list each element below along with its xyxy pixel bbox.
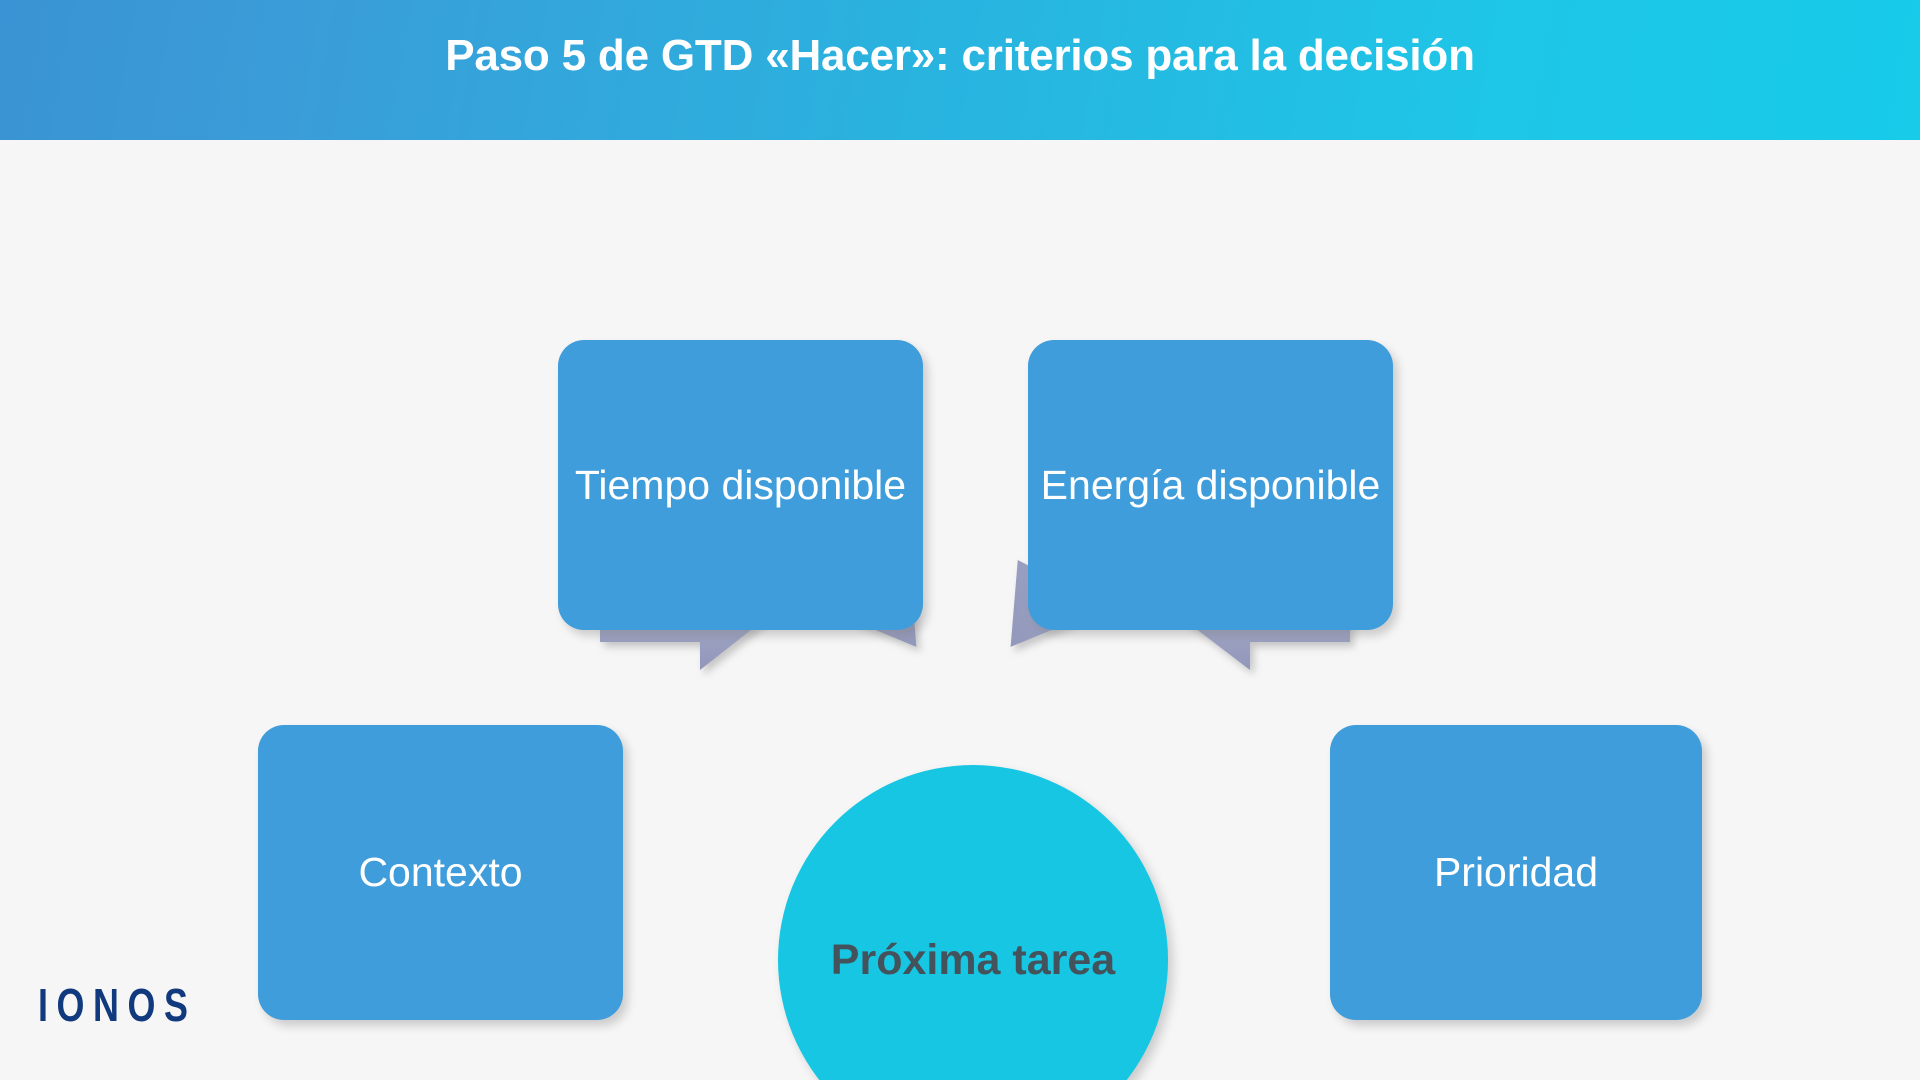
ionos-logo: IONOS (38, 979, 197, 1031)
page-title: Paso 5 de GTD «Hacer»: criterios para la… (445, 31, 1475, 80)
diagram-area: Tiempo disponible Energía disponible Con… (0, 140, 1920, 1080)
header-band (0, 0, 1920, 140)
node-prioridad[interactable]: Prioridad (1330, 725, 1702, 1020)
node-label: Contexto (358, 849, 523, 896)
center-node-label: Próxima tarea (830, 935, 1116, 984)
node-label: Tiempo disponible (574, 461, 907, 508)
node-energia-disponible[interactable]: Energía disponible (1028, 340, 1393, 630)
node-label: Energía disponible (1040, 461, 1381, 508)
node-contexto[interactable]: Contexto (258, 725, 623, 1020)
node-label: Prioridad (1433, 849, 1599, 896)
node-tiempo-disponible[interactable]: Tiempo disponible (558, 340, 923, 630)
center-node-proxima-tarea[interactable]: Próxima tarea (778, 765, 1168, 1080)
